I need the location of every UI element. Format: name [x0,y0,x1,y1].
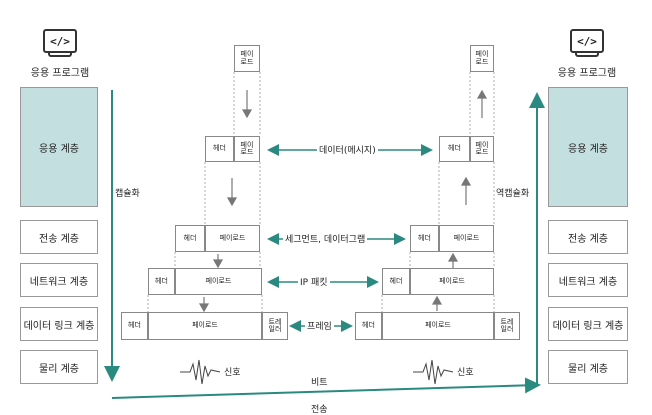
right-segment-header: 헤더 [410,225,439,252]
left-segment-header: 헤더 [175,225,205,252]
left-application-layer: 응용 계층 [20,87,98,207]
right-signal-label: 신호 [457,368,474,378]
left-network-layer: 네트워크 계층 [20,263,98,297]
right-frame-trailer: 트레 일러 [494,312,520,340]
left-segment-payload: 페이로드 [205,225,260,252]
right-datalink-layer: 데이터 링크 계층 [548,307,628,341]
left-ippacket-payload: 페이로드 [175,268,262,295]
left-signal-label: 신호 [224,368,241,378]
code-icon: </> [43,29,77,57]
data-unit-label: 데이터(메시지) [317,143,378,156]
decapsulation-label: 역캡슐화 [496,189,530,199]
right-data-payload: 페이 로드 [470,136,494,162]
left-transport-layer: 전송 계층 [20,220,98,254]
left-app-label: 응용 프로그램 [30,68,90,79]
left-frame-payload: 페이로드 [148,312,262,340]
right-transport-layer: 전송 계층 [548,220,628,254]
right-network-layer: 네트워크 계층 [548,263,628,297]
left-ippacket-header: 헤더 [148,268,175,295]
right-segment-payload: 페이로드 [439,225,494,252]
right-physical-layer: 물리 계층 [548,350,628,384]
ippacket-unit-label: IP 패킷 [298,275,330,288]
right-application-layer: 응용 계층 [548,87,628,207]
left-data-payload: 페이 로드 [234,136,260,162]
right-app-label: 응용 프로그램 [557,68,617,79]
left-frame-trailer: 트레 일러 [262,312,288,340]
right-frame-header: 헤더 [355,312,382,340]
segment-unit-label: 세그먼트, 데이터그램 [283,232,368,245]
right-frame-payload: 페이로드 [382,312,494,340]
right-ippacket-payload: 페이로드 [410,268,494,295]
left-physical-layer: 물리 계층 [20,350,98,384]
left-data-header: 헤더 [205,136,234,162]
transmission-arrow [111,377,541,399]
encapsulation-label: 캡슐화 [115,189,140,199]
right-app-payload: 페이 로드 [470,45,494,72]
signal-wave-left [180,359,221,385]
left-frame-header: 헤더 [121,312,148,340]
left-app-payload: 페이 로드 [234,45,260,72]
left-datalink-layer: 데이터 링크 계층 [20,307,98,341]
transmission-label: 전송 [311,405,328,415]
bits-label: 비트 [311,378,328,388]
right-data-header: 헤더 [439,136,470,162]
frame-unit-label: 프레임 [305,319,334,332]
code-icon: </> [570,29,604,57]
right-ippacket-header: 헤더 [382,268,410,295]
signal-wave-right [413,359,454,385]
